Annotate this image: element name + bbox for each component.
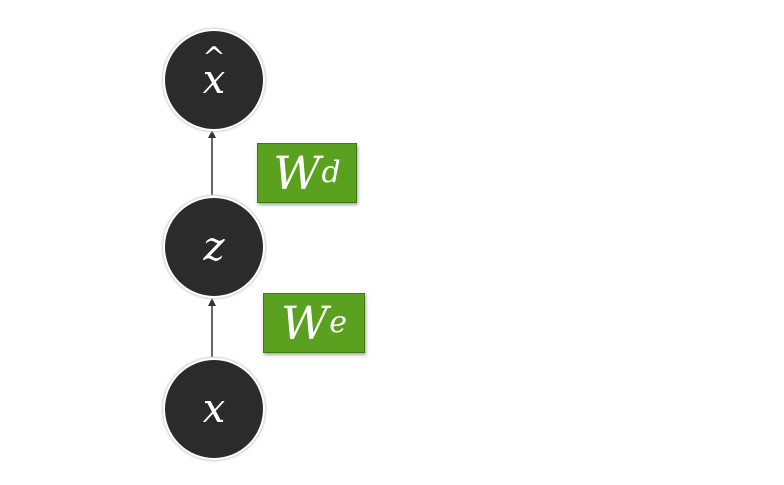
input-node-label: x bbox=[202, 386, 226, 432]
input-node: x bbox=[163, 358, 265, 460]
decoder-weight-subscript: d bbox=[321, 155, 341, 190]
decoder-weight-symbol: W bbox=[273, 146, 321, 200]
hat-accent: ^ bbox=[202, 41, 226, 74]
latent-node-label: z bbox=[203, 224, 225, 270]
output-node-symbol: x bbox=[202, 57, 226, 103]
output-node: ^ x bbox=[163, 29, 265, 131]
encoder-weight-symbol: W bbox=[280, 296, 329, 350]
latent-node: z bbox=[163, 196, 265, 298]
encoder-weight-subscript: e bbox=[329, 305, 348, 340]
output-node-label: ^ x bbox=[202, 44, 226, 103]
